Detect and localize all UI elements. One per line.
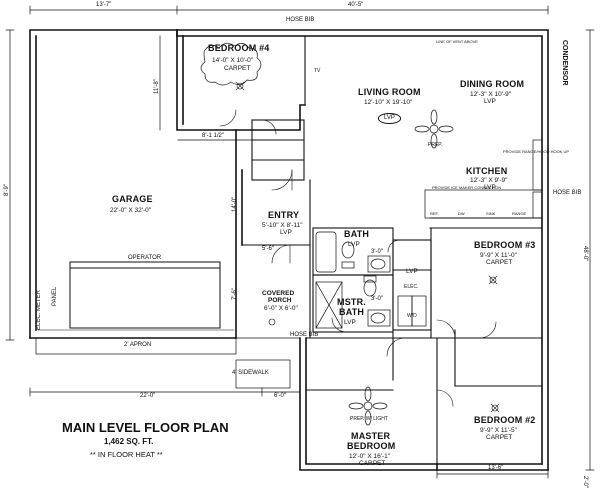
bedroom4-cloud (200, 43, 262, 86)
bedroom2-name: BEDROOM #2 (474, 415, 536, 425)
dining-room-name: DINING ROOM (460, 79, 525, 89)
bedroom2-dims: 9'-9" X 11'-5" (480, 427, 517, 434)
exterior-walls (29, 29, 549, 471)
vent-note: LINE OF VENT ABOVE (436, 39, 478, 44)
porch-name-2: PORCH (268, 297, 292, 304)
dining-room-finish: LVP (484, 98, 496, 105)
garage-door (37, 261, 235, 331)
dim-garage-v: 14'-0" (232, 196, 238, 212)
living-room-name: LIVING ROOM (358, 87, 421, 97)
ref-label: REF. (430, 211, 439, 216)
plan-area: 1,462 SQ. FT. (104, 437, 154, 446)
apron-sidewalk (35, 337, 301, 389)
hose-bib-porch-label: HOSE BIB (290, 332, 319, 338)
dim-top-right: 40'-5" (348, 2, 364, 8)
kitchen-name: KITCHEN (466, 166, 508, 176)
dim-right-bottom: 2'-0" (582, 476, 588, 488)
mstr-bath-name-2: BATH (339, 307, 365, 317)
dining-room-dims: 12'-3" X 10'-9" (470, 91, 512, 98)
panel-label: PANEL (52, 286, 58, 306)
garage-dims: 22'-0" X 32'-0" (110, 207, 152, 214)
bedroom3-finish: CARPET (486, 259, 513, 266)
bath-finish: LVP (348, 241, 360, 248)
dim-bottom-right: 13'-6" (488, 465, 504, 471)
dim-bottom-left: 22'-0" (140, 393, 156, 399)
mstr-bath-name-1: MSTR. (337, 297, 366, 307)
mstr-bath-finish: LVP (344, 319, 356, 326)
master-finish: CARPET (359, 460, 386, 467)
apron-label: 2' APRON (124, 342, 152, 348)
ice-maker-note: PROVIDE ICE MAKER CONNECTION (432, 185, 502, 190)
prep-w-light-label: PREP. W/ LIGHT (350, 416, 388, 422)
master-name-2: BEDROOM (347, 441, 396, 451)
bedroom4-name: BEDROOM #4 (208, 43, 270, 53)
range-label: RANGE (512, 211, 527, 216)
prep-label: PREP. (428, 142, 443, 148)
bedroom4-finish: CARPET (224, 65, 251, 72)
living-room-finish: LVP (378, 113, 401, 124)
wd-label: W/D (407, 313, 417, 319)
entry-dims: 5'-10" X 8'-11" (262, 222, 303, 229)
dim-entry-w: 5'-6" (262, 246, 274, 252)
entry-name: ENTRY (268, 210, 300, 220)
dim-garage-jog: 8'-1 1/2" (202, 133, 224, 139)
dimension-lines (5, 5, 595, 479)
door-swings (219, 109, 497, 407)
dim-top-left: 13'-7" (96, 2, 112, 8)
ceiling-fans (348, 109, 454, 426)
sink-label: SINK (486, 211, 496, 216)
condensor-label: CONDENSOR (561, 40, 568, 86)
bath-name: BATH (344, 229, 370, 239)
master-name-1: MASTER (351, 431, 391, 441)
tv-label: TV (314, 68, 321, 74)
garage-name: GARAGE (112, 194, 153, 204)
living-room-dims: 12'-10" X 19'-10" (364, 99, 413, 106)
kitchen-dims: 12'-3" X 9'-9" (470, 177, 508, 184)
dim-bedroom4-wall: 11'-8" (154, 79, 160, 94)
dw-label: DW (458, 211, 465, 216)
operator-label: OPERATOR (128, 255, 162, 261)
hose-bib-right-label: HOSE BIB (553, 190, 582, 196)
porch-dims: 6'-0" X 6'-0" (264, 305, 298, 312)
master-dims: 12'-0" X 16'-1" (349, 453, 391, 460)
entry-finish: LVP (280, 229, 292, 236)
plan-title: MAIN LEVEL FLOOR PLAN (62, 420, 229, 435)
laundry-finish: LVP (406, 268, 418, 275)
elec-label: ELEC. (404, 284, 419, 290)
dim-right-top: 48'-0" (582, 246, 588, 262)
dim-bath-3-0b: 3'-0" (371, 296, 383, 302)
porch-name-1: COVERED (262, 290, 295, 297)
hose-bib-top-label: HOSE BIB (286, 17, 315, 23)
bedroom3-name: BEDROOM #3 (474, 240, 536, 250)
range-hood-note: PROVIDE RANGE/HOOD HOOK UP (503, 149, 570, 154)
bedroom3-dims: 9'-9" X 11'-0" (480, 252, 517, 259)
bedroom4-dims: 14'-0" X 10'-0" (212, 57, 254, 64)
sidewalk-label: 4' SIDEWALK (232, 370, 269, 376)
dim-left-mid: 8'-9" (4, 184, 10, 196)
dim-bottom-mid: 6'-0" (274, 393, 286, 399)
bath-fixtures (315, 139, 543, 329)
elec-meter-label: ELEC. METER (36, 289, 42, 330)
dim-bath-3-0: 3'-0" (371, 249, 383, 255)
light-fixtures (235, 81, 500, 413)
bedroom2-finish: CARPET (486, 434, 513, 441)
kitchen-finish: LVP (484, 184, 496, 191)
plan-note: ** IN FLOOR HEAT ** (90, 450, 163, 459)
dim-porch-h: 7'-6" (232, 288, 238, 300)
